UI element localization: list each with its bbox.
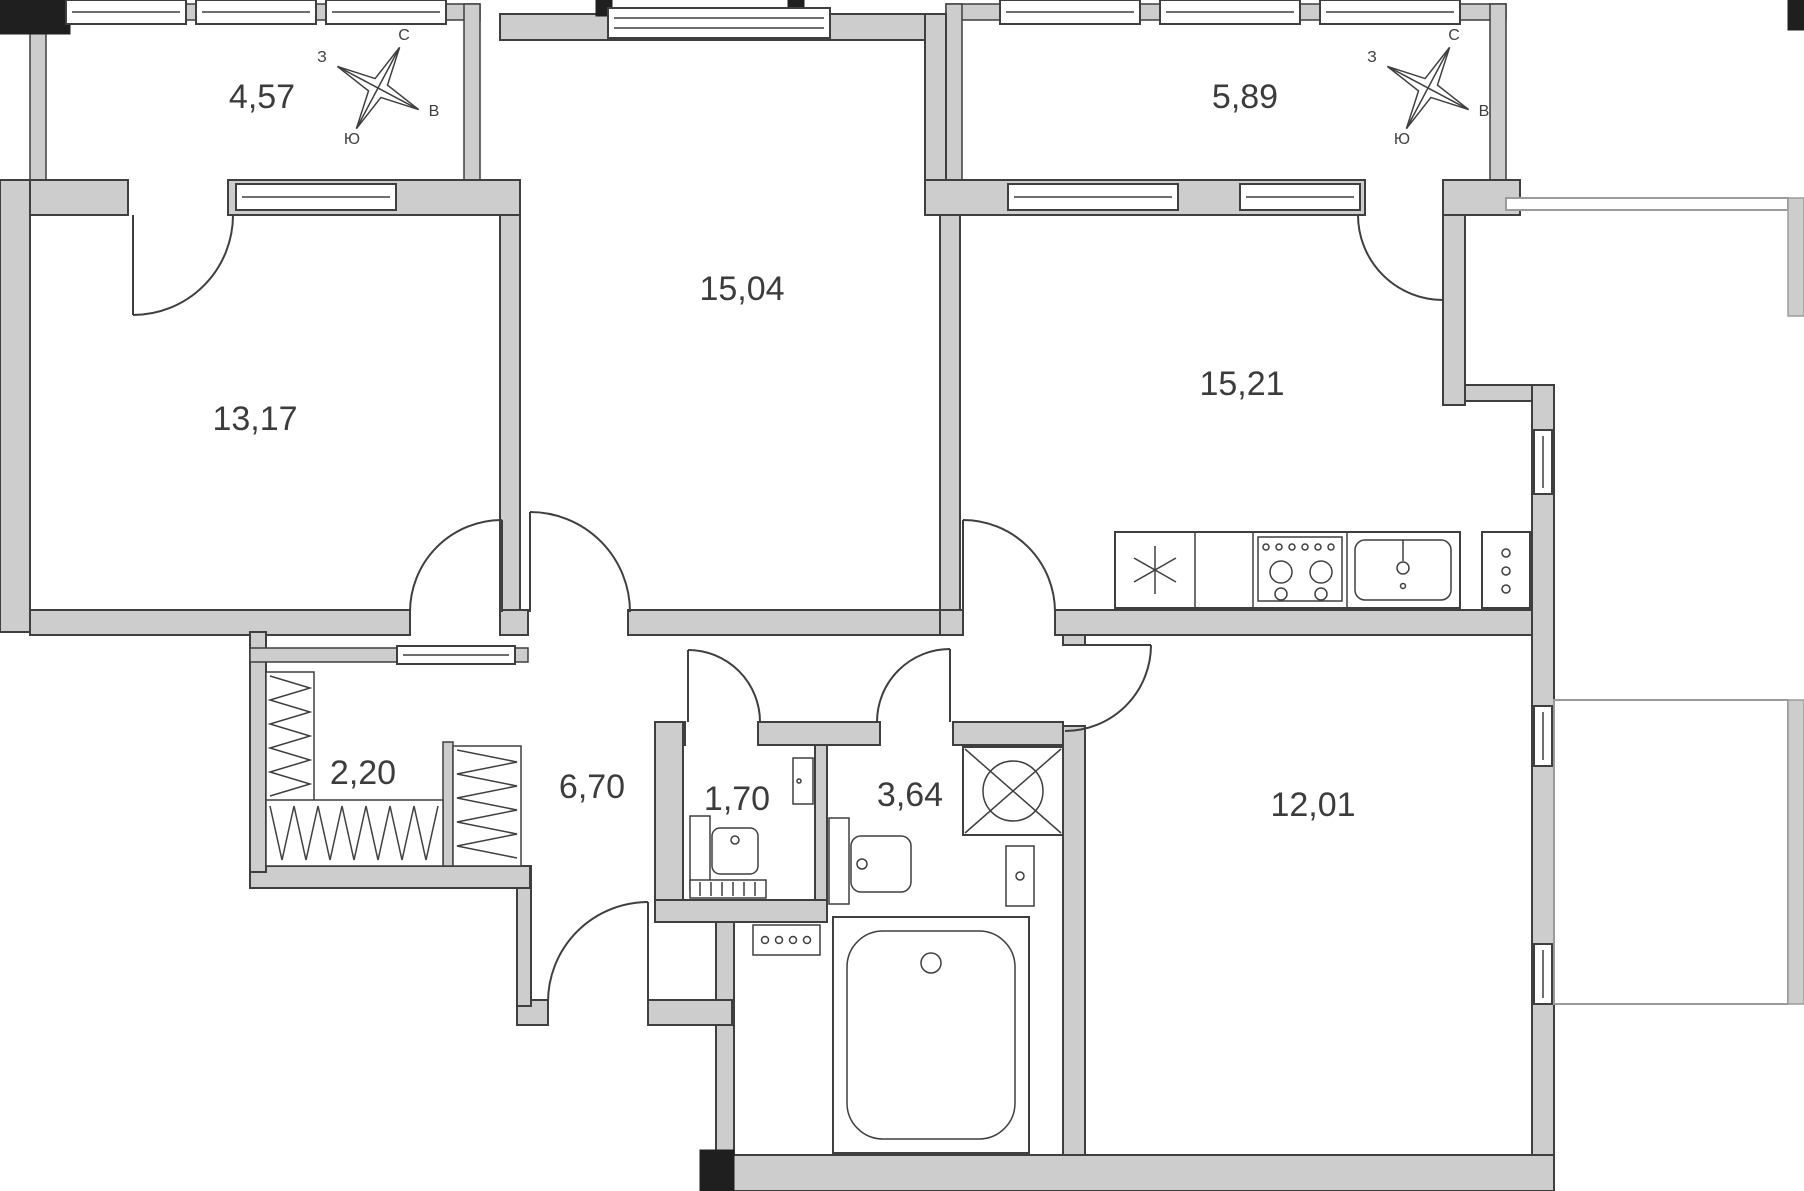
stove-icon: [1257, 536, 1343, 602]
compass-east-label: В: [1479, 103, 1490, 120]
towel-unit-icon: [1005, 845, 1035, 907]
compass-west-label: З: [1367, 49, 1377, 66]
windows: [65, 0, 1553, 1005]
room-label-room-left: 13,17: [212, 400, 297, 438]
room-label-wc: 1,70: [704, 780, 770, 818]
compass-east-label: В: [429, 103, 440, 120]
room-label-balcony-right: 5,89: [1212, 78, 1278, 116]
sink-unit-icon: [1133, 546, 1177, 594]
bathroom-sink-icon: [828, 817, 912, 905]
doors: [132, 214, 1444, 1003]
compass-north-label: С: [398, 27, 410, 44]
room-label-wardrobe: 2,20: [330, 754, 396, 792]
compass-north-label: С: [1448, 27, 1460, 44]
washing-machine-icon: [962, 746, 1064, 836]
room-label-bathroom: 3,64: [877, 776, 943, 814]
wc-mirror-icon: [792, 757, 814, 805]
room-labels: 4,57 5,89 15,04 13,17 15,21 2,20 6,70 1,…: [212, 78, 1355, 824]
bathroom-fixtures: [752, 746, 1064, 1154]
compass-right: С В Ю З: [1367, 27, 1490, 148]
wc-sink-icon: [689, 815, 759, 891]
wc-fixtures: [689, 757, 814, 899]
kitchen-sink-icon: [1354, 539, 1452, 601]
room-label-room-top: 15,04: [699, 270, 784, 308]
room-label-kitchen: 15,21: [1199, 365, 1284, 403]
kitchen-counter: [1114, 531, 1531, 609]
room-label-living: 12,01: [1270, 786, 1355, 824]
towel-ladder-icon: [689, 879, 767, 899]
appliance-column-icon: [1481, 531, 1531, 609]
compass-south-label: Ю: [344, 131, 360, 148]
compass-south-label: Ю: [1394, 131, 1410, 148]
utility-box-icon: [752, 924, 821, 956]
bathtub-icon: [832, 916, 1030, 1154]
wardrobe-hatching: [265, 671, 522, 867]
compass-left: С В Ю З: [317, 27, 440, 148]
room-label-hallway: 6,70: [559, 768, 625, 806]
room-label-balcony-left: 4,57: [229, 78, 295, 116]
compass-west-label: З: [317, 49, 327, 66]
neighbor-structures: [1505, 197, 1804, 1005]
